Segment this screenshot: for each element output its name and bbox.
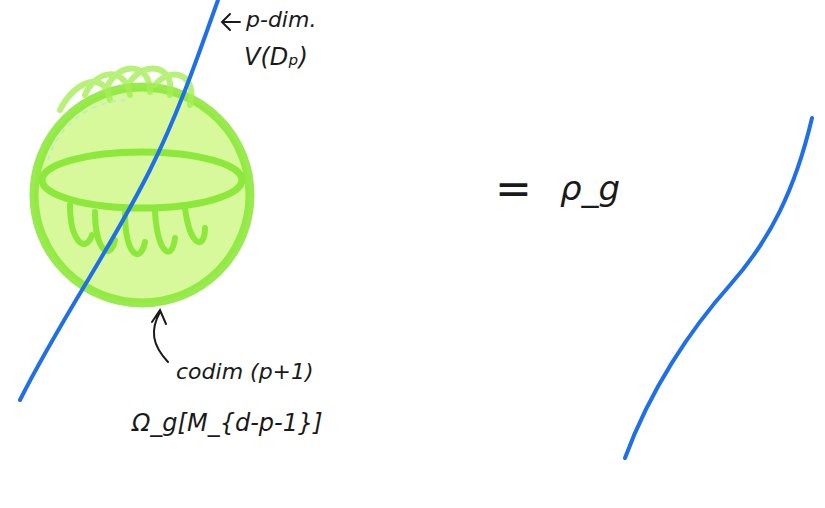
equals-sign: = bbox=[495, 165, 532, 213]
pointer-arrow bbox=[222, 14, 240, 30]
sphere-dashes bbox=[48, 100, 130, 160]
phase-label: ρ_g bbox=[560, 170, 620, 207]
pointer-arrow bbox=[152, 310, 168, 362]
defect-line bbox=[20, 0, 218, 400]
codimension-label: codim (p+1) bbox=[176, 360, 314, 384]
dimension-label: p-dim. bbox=[246, 8, 316, 32]
sphere-fill bbox=[34, 87, 250, 303]
defect-line bbox=[625, 118, 812, 458]
sphere-loops bbox=[60, 68, 191, 110]
operator-label: V(Dₚ) bbox=[244, 44, 308, 70]
operator-label: Ω_g[M_{d-p-1}] bbox=[132, 410, 323, 436]
sphere-equator bbox=[42, 152, 242, 208]
sphere-loops-lower bbox=[70, 205, 205, 254]
sphere-outline bbox=[34, 87, 250, 303]
